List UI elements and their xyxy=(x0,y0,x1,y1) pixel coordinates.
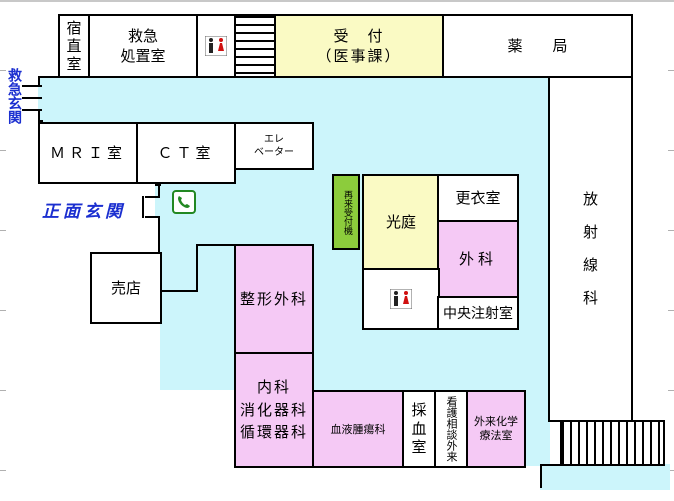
corridor-upper xyxy=(38,76,550,122)
wall-left-top xyxy=(38,76,60,78)
central-injection-room: 中央注射室 xyxy=(437,296,519,330)
corridor-exit xyxy=(540,464,670,490)
radiology-department: 放 射 線 科 xyxy=(548,76,633,422)
restroom-icon xyxy=(205,36,227,56)
phone-booth xyxy=(172,190,196,214)
restroom-icon xyxy=(390,289,412,309)
wall-shop-connector-h xyxy=(158,290,198,292)
emergency-treatment-room: 救急 処置室 xyxy=(88,14,198,78)
main-entrance-label: 正面玄関 xyxy=(42,202,126,222)
hematology-oncology-clinic: 血液腫瘍科 xyxy=(312,390,404,468)
reception-desk: 受 付 （医事課） xyxy=(274,14,444,78)
blood-collection-room: 採 血 室 xyxy=(402,390,436,468)
stairs-top xyxy=(234,14,276,78)
emergency-entrance-label: 救急玄関 xyxy=(6,68,22,124)
changing-room: 更衣室 xyxy=(437,174,519,222)
night-duty-room: 宿 直 室 xyxy=(58,14,90,78)
phone-icon xyxy=(172,190,196,214)
corridor-bottom xyxy=(525,390,550,466)
emergency-door-top xyxy=(22,85,42,87)
elevator: エレ ベーター xyxy=(234,122,314,170)
top-line xyxy=(0,0,674,2)
surgery-clinic: 外科 xyxy=(437,220,519,298)
emergency-door-mid xyxy=(22,97,42,99)
wall-entrance-upper xyxy=(158,182,160,197)
orthopedics-clinic: 整形外科 xyxy=(234,244,314,354)
wall-entrance-lower xyxy=(158,216,160,254)
light-courtyard: 光庭 xyxy=(362,174,440,270)
wall-entrance-mid2 xyxy=(145,216,160,218)
stairs-bottom-right xyxy=(560,420,665,466)
restroom-top xyxy=(196,14,236,78)
ct-room: ＣＴ室 xyxy=(136,122,236,184)
internal-medicine-clinic: 内科 消化器科 循環器科 xyxy=(234,352,314,468)
wall-entrance-mid xyxy=(145,196,160,198)
wall-shop-connector xyxy=(196,244,236,246)
pharmacy: 薬 局 xyxy=(442,14,633,78)
outpatient-chemotherapy-room: 外来化学 療法室 xyxy=(466,390,526,468)
wall-left-lower xyxy=(38,110,40,122)
wall-bottom-notch xyxy=(540,464,542,488)
shop: 売店 xyxy=(90,252,162,324)
mri-room: ＭＲＩ室 xyxy=(38,122,138,184)
restroom-center xyxy=(362,268,440,330)
wall-left-bottom xyxy=(38,120,43,122)
revisit-reception-kiosk: 再来受付機 xyxy=(332,174,360,250)
main-door-top xyxy=(142,196,144,218)
nursing-consultation-clinic: 看護相談外来 xyxy=(434,390,468,468)
emergency-door-bottom xyxy=(22,109,42,111)
wall-shop-connector-v xyxy=(196,244,198,292)
wall-left-upper xyxy=(38,76,40,86)
